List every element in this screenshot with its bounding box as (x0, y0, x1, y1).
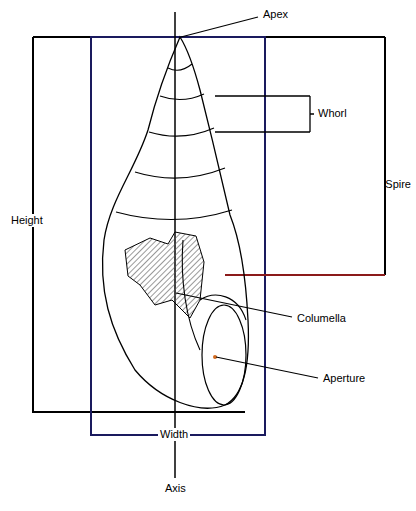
columella-leader (176, 293, 292, 317)
height-label: Height (9, 214, 45, 227)
width-frame (91, 37, 265, 435)
whorl-sutures (116, 64, 232, 220)
whorl-label: Whorl (316, 107, 349, 120)
spire-bracket (384, 37, 386, 275)
shell-outline (102, 37, 248, 408)
aperture-label: Aperture (321, 372, 367, 385)
apex-label: Apex (261, 8, 290, 21)
width-label: Width (158, 428, 190, 441)
axis-label: Axis (163, 482, 188, 495)
aperture-leader (216, 357, 318, 378)
spire-label: Spire (383, 178, 413, 191)
columella (125, 232, 204, 318)
columella-label: Columella (295, 312, 348, 325)
aperture-outline (202, 305, 246, 405)
spire-bracket-base (225, 274, 385, 276)
height-bracket (33, 37, 385, 412)
apex-leader (181, 17, 258, 37)
whorl-bracket (215, 96, 314, 132)
